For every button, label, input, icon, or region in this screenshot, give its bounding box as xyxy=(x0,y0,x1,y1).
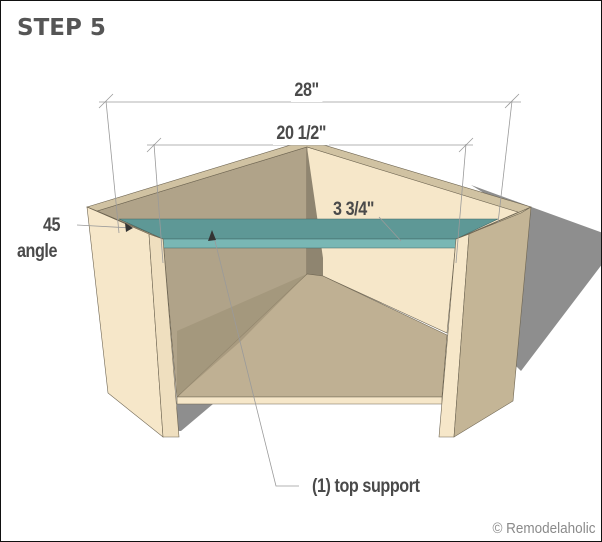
dim-inner-width: 20 1/2" xyxy=(273,123,330,145)
dim-20-ext-right xyxy=(455,143,467,264)
part-label: (1) top support xyxy=(312,476,420,497)
part-arrowhead xyxy=(208,230,216,241)
angle-arrowhead xyxy=(125,223,133,232)
credit-watermark: © Remodelaholic xyxy=(491,520,595,537)
top-support-top-face xyxy=(118,218,499,240)
dim-overall-width: 28" xyxy=(291,80,323,102)
part-leader xyxy=(212,232,299,487)
dim-28-ext-right xyxy=(497,100,513,224)
floor-shadow-left xyxy=(177,404,213,431)
cast-shadow xyxy=(471,185,601,371)
dim-depth-leader xyxy=(378,216,402,242)
angle-value-label: 45 xyxy=(43,215,61,236)
angle-leader xyxy=(76,224,132,229)
dim-20-ext-left xyxy=(153,143,164,264)
angle-word-label: angle xyxy=(17,241,58,262)
bottom-front-rail xyxy=(176,396,443,405)
floor-shadow xyxy=(177,274,307,397)
dim-28-ext-left xyxy=(105,100,120,234)
right-panel-top xyxy=(455,206,532,240)
top-support-front-face xyxy=(162,238,457,249)
dimension-lines xyxy=(76,93,521,487)
dim-support-depth: 3 3/4" xyxy=(333,199,375,220)
step-title: STEP 5 xyxy=(17,15,106,41)
